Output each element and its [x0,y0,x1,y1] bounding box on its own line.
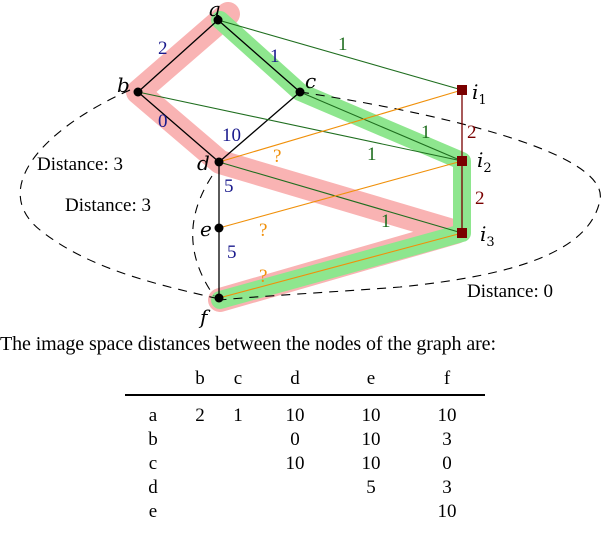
table-cell [219,500,257,524]
weight-d-e: 5 [224,176,234,197]
table-cell: 1 [233,405,243,426]
green-highlight-path [211,11,471,309]
column-header: d [257,364,333,396]
column-header: e [333,364,409,396]
table-cell [219,428,257,452]
node-e [214,223,224,233]
table-cell: 0 [442,453,452,474]
table-cell [181,476,219,500]
node-d [214,157,224,167]
table-cell: 10 [285,405,305,426]
region-label-right: Distance: 0 [467,281,553,302]
table-row: c 10 10 0 [125,452,485,476]
column-header: b [181,364,219,396]
unknown-correspondence-edges [218,89,463,299]
table-cell: 3 [442,429,452,450]
row-header: c [148,453,158,474]
weight-c-d: 10 [222,125,241,146]
table-cell: 10 [285,453,305,474]
graph-nodes [133,15,305,303]
row-header: a [148,405,158,426]
weight-f-i3: ? [259,266,267,287]
weight-c-i2: 1 [421,122,431,143]
graph-diagram: a b c d e f i1 i2 i3 2 1 0 10 5 5 1 1 1 … [19,0,601,329]
label-e: e [200,217,212,241]
graph-edges [137,19,301,298]
table-cell: 2 [195,405,205,426]
column-header: f [409,364,485,396]
column-header: c [219,364,257,396]
node-i2 [457,156,467,166]
weight-a-b: 2 [158,38,168,59]
table-header-row: b c d e f [125,364,485,396]
label-b: b [117,73,130,97]
table-row: d 5 3 [125,476,485,500]
table-cell: 10 [437,405,457,426]
node-a [213,15,223,25]
table-cell [219,452,257,476]
node-c [295,87,305,97]
weight-d-i1: ? [273,146,281,167]
table-cell: 0 [290,429,300,450]
table-cell [333,500,409,524]
table-cell: 10 [361,405,381,426]
weight-i2-i3: 2 [475,188,485,209]
node-i3 [457,228,467,238]
table-cell: 5 [366,477,376,498]
distance-region-boundaries [19,89,601,301]
weight-e-i2: ? [259,220,267,241]
node-b [133,87,143,97]
weight-i1-i2: 2 [467,122,477,143]
label-c: c [305,69,316,93]
label-a: a [209,0,221,21]
table-row: a 2 1 10 10 10 [125,395,485,428]
table-cell [257,500,333,524]
weight-a-i1: 1 [338,34,348,55]
row-header: e [148,501,158,522]
table-cell: 3 [442,477,452,498]
label-i1: i1 [472,80,487,108]
region-label-left-inner: Distance: 3 [65,195,151,216]
label-i2: i2 [477,148,492,176]
weight-a-c: 1 [270,46,280,67]
image-nodes [457,85,467,238]
table-cell [257,476,333,500]
weight-b-i2: 1 [367,144,377,165]
table-cell [219,476,257,500]
label-i3: i3 [480,222,495,250]
weight-e-f: 5 [227,242,237,263]
weight-d-i3: 1 [381,211,391,232]
label-f: f [198,305,211,329]
row-header: d [148,477,158,498]
table-row: e 10 [125,500,485,524]
known-correspondence-edges [137,19,463,234]
corner-cell [125,364,181,396]
weight-b-d: 0 [158,111,168,132]
table-cell: 10 [361,453,381,474]
row-header: b [148,429,158,450]
table-cell: 10 [361,429,381,450]
table-cell [181,428,219,452]
table-row: b 0 10 3 [125,428,485,452]
node-i1 [457,85,467,95]
table-cell [181,452,219,476]
label-d: d [197,151,210,175]
table-cell [181,500,219,524]
distance-table: b c d e f a 2 1 10 10 10 b 0 10 3 c 10 [125,364,485,524]
table-caption: The image space distances between the no… [0,333,496,355]
node-f [214,293,224,303]
region-label-left-outer: Distance: 3 [37,154,123,175]
table-cell: 10 [437,501,457,522]
